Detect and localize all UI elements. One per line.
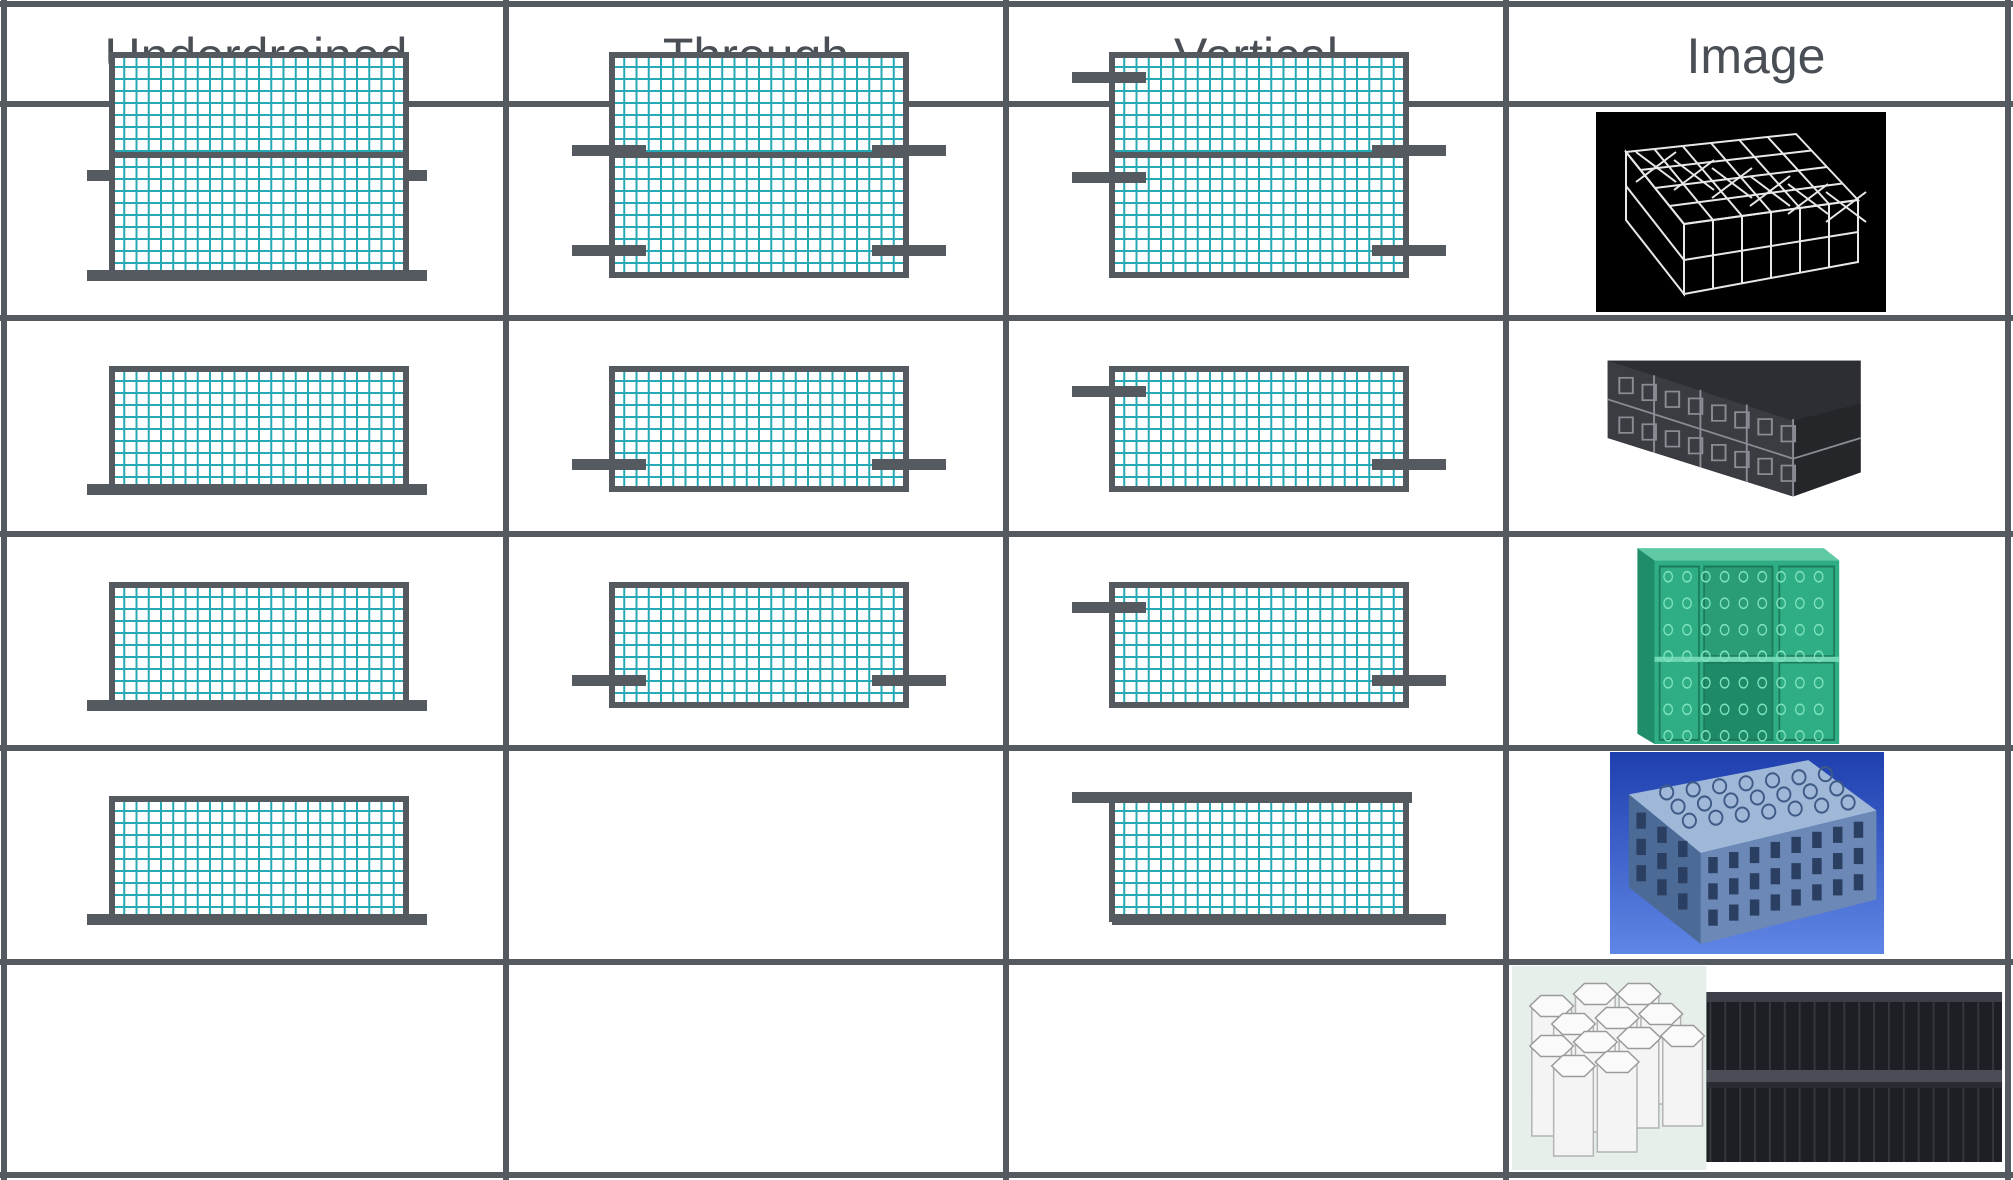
base-drain-pipe — [87, 700, 427, 711]
bottom-outlet-pipe — [1372, 675, 1446, 686]
crate-grid — [109, 582, 409, 708]
underdrained-diagram-3 — [8, 321, 504, 529]
crate-grid — [109, 152, 409, 278]
column-border-4 — [2005, 0, 2011, 1180]
column-border-3 — [1503, 0, 1509, 1180]
vertical-diagram-3 — [1008, 321, 1504, 529]
base-drain-pipe — [87, 270, 427, 281]
crate-photo-1 — [1596, 112, 1886, 312]
crate-grid — [609, 582, 909, 708]
underdrained-diagram-5 — [8, 751, 504, 959]
top-cap-plate — [1072, 792, 1412, 803]
underdrained-diagram-4 — [8, 537, 504, 745]
crate-photo-2 — [1600, 352, 1880, 524]
crate-grid — [109, 796, 409, 922]
bottom-outlet-pipe — [1372, 145, 1446, 156]
top-inlet-pipe — [1072, 172, 1146, 183]
crate-grid — [1109, 582, 1409, 708]
inlet-pipe — [572, 459, 646, 470]
base-plate — [1112, 914, 1446, 925]
top-inlet-pipe — [1072, 602, 1146, 613]
inlet-pipe — [572, 675, 646, 686]
crate-grid — [1109, 366, 1409, 492]
base-drain-pipe — [87, 914, 427, 925]
vertical-diagram-5 — [1008, 751, 1504, 959]
outlet-pipe — [872, 459, 946, 470]
crate-grid — [609, 152, 909, 278]
top-inlet-pipe — [1072, 386, 1146, 397]
column-border-1 — [503, 0, 509, 1180]
vertical-diagram-4 — [1008, 537, 1504, 745]
crate-grid — [1109, 152, 1409, 278]
column-border-0 — [1, 0, 7, 1180]
crate-photo-3 — [1622, 540, 1870, 744]
bottom-outlet-pipe — [1372, 459, 1446, 470]
through-diagram-3 — [508, 321, 1004, 529]
bottom-outlet-pipe — [1372, 245, 1446, 256]
crate-photo-4 — [1610, 752, 1884, 954]
underdrained-diagram-2 — [8, 107, 504, 315]
crate-grid — [1109, 796, 1409, 922]
crate-grid — [609, 366, 909, 492]
header-image: Image — [1686, 28, 1826, 84]
inlet-pipe — [572, 245, 646, 256]
crate-grid — [109, 366, 409, 492]
column-border-2 — [1003, 0, 1009, 1180]
top-inlet-pipe — [1072, 72, 1146, 83]
crate-photo-5 — [1512, 966, 2004, 1170]
through-diagram-2 — [508, 107, 1004, 315]
inlet-pipe — [572, 145, 646, 156]
outlet-pipe — [872, 675, 946, 686]
outlet-pipe — [872, 145, 946, 156]
vertical-diagram-2 — [1008, 107, 1504, 315]
outlet-pipe — [872, 245, 946, 256]
through-diagram-4 — [508, 537, 1004, 745]
base-drain-pipe — [87, 484, 427, 495]
